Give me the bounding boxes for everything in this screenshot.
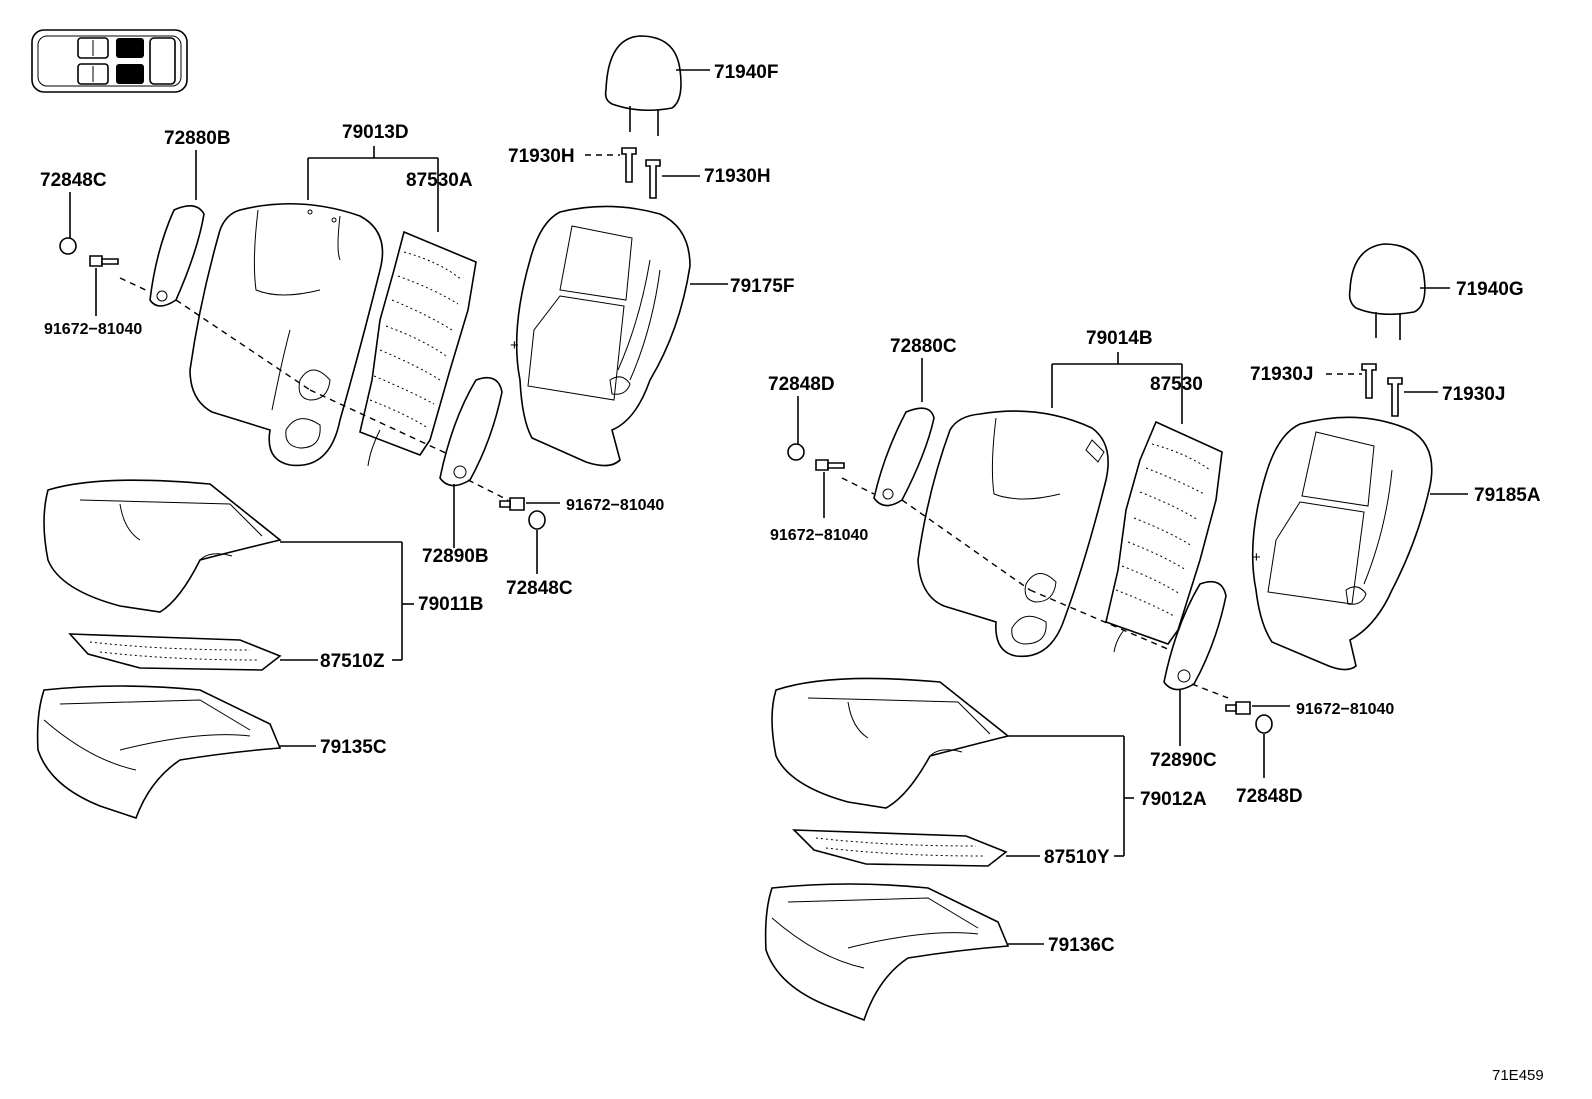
seatback-cover-79175F: + [510,205,728,467]
label-72848C: 72848C [506,578,573,599]
side-shield-72880C [841,358,1171,651]
label-79012A: 79012A [1140,789,1207,810]
seat-cushion-79012A [771,677,1134,856]
label-79014B: 79014B [1086,328,1153,349]
cap-72848C-center [528,510,546,574]
label-91672-81040: 91672−81040 [770,527,868,544]
label-72880B: 72880B [164,128,231,149]
label-87510Y: 87510Y [1044,847,1110,868]
bolt-91672-81040-right [1225,701,1290,715]
seat-heater-87510Z [68,633,402,671]
seat-heater-87530A [359,230,477,467]
plus-mark: + [510,337,519,354]
label-87510Z: 87510Z [320,651,385,672]
seatback-79013D [189,202,384,467]
cap-72848D-right [1255,714,1273,778]
seatback-cover-79185A: + [1251,416,1468,671]
headrest-guide-71930J [1326,363,1438,417]
cap-72848C-left [59,192,77,255]
side-shield-72890C [1163,580,1229,746]
label-91672-81040: 91672−81040 [1296,701,1394,718]
label-79135C: 79135C [320,737,387,758]
label-72880C: 72880C [890,336,957,357]
label-71930J: 71930J [1442,384,1505,405]
label-79185A: 79185A [1474,485,1541,506]
label-87530A: 87530A [406,170,473,191]
label-72848D: 72848D [768,374,835,395]
seat-cushion-cover-79135C [36,685,316,820]
seatback-79014B [917,410,1109,658]
seat-cushion-79011B [43,479,414,660]
bolt-91672-81040-center [499,497,560,511]
label-87530: 87530 [1150,374,1203,395]
label-71930H: 71930H [508,146,575,167]
bolt-91672-81040-left [89,255,119,316]
label-79136C: 79136C [1048,935,1115,956]
seat-cushion-cover-79136C [764,883,1044,1022]
plus-mark: + [1252,549,1261,566]
bolt-91672-81040-right-left [815,459,845,518]
label-72848D: 72848D [1236,786,1303,807]
headrest-guide-71930H [585,147,700,199]
headrest-71940G [1348,243,1450,340]
label-72890B: 72890B [422,546,489,567]
cap-72848D-left [787,396,805,461]
seat-heater-87530 [1105,420,1223,653]
label-71930J: 71930J [1250,364,1313,385]
side-shield-72880B [119,150,451,456]
seat-heater-87510Y [791,829,1124,867]
label-79013D: 79013D [342,122,409,143]
label-72890C: 72890C [1150,750,1217,771]
seat-locator-icon [31,29,188,93]
label-91672-81040: 91672−81040 [566,497,664,514]
label-72848C: 72848C [40,170,107,191]
label-79175F: 79175F [730,276,794,297]
side-shield-72890B [439,376,509,548]
label-71940G: 71940G [1456,279,1524,300]
label-71930H: 71930H [704,166,771,187]
headrest-71940F [604,35,710,136]
label-91672-81040: 91672−81040 [44,321,142,338]
label-79011B: 79011B [418,594,484,615]
label-71940F: 71940F [714,62,778,83]
diagram-code: 71E459 [1492,1067,1544,1084]
